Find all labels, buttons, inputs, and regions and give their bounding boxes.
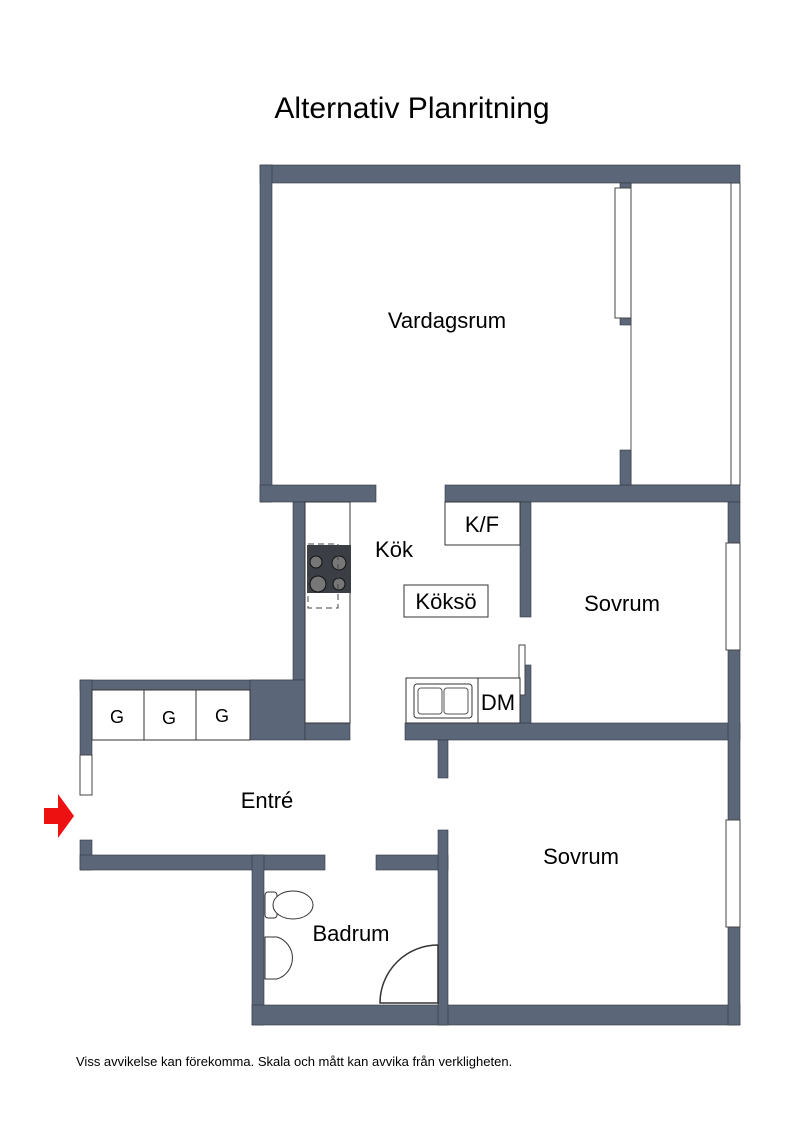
washbasin-icon [264,936,293,980]
wardrobe-label: G [162,708,176,728]
kitchen-counter [304,501,351,724]
balcony [630,182,741,486]
wardrobes: G G G [91,689,251,741]
wardrobe-label: G [110,707,124,727]
toilet-icon [264,890,314,920]
island-label: Köksö [415,589,476,614]
room-label-bedroom-1: Sovrum [584,591,660,616]
plan-title: Alternativ Planritning [274,92,549,125]
fridge-label: K/F [465,512,499,537]
door-leaf [518,644,526,696]
shower-icon [379,944,439,1004]
room-label-hall: Entré [241,788,294,813]
balcony-glazing [730,182,741,486]
kitchen-island [403,584,489,618]
window [725,542,741,651]
room-label-bathroom: Badrum [312,921,389,946]
room-label-bedroom-2: Sovrum [543,844,619,869]
room-label-kitchen: Kök [375,537,414,562]
wardrobe-label: G [215,706,229,726]
entrance-arrow-icon [44,794,74,838]
disclaimer: Viss avvikelse kan förekomma. Skala och … [76,1054,512,1069]
window [725,819,741,928]
window [79,754,93,796]
dishwasher-label: DM [481,690,515,715]
room-label-living: Vardagsrum [388,308,506,333]
fridge [444,501,521,546]
window [614,187,632,319]
